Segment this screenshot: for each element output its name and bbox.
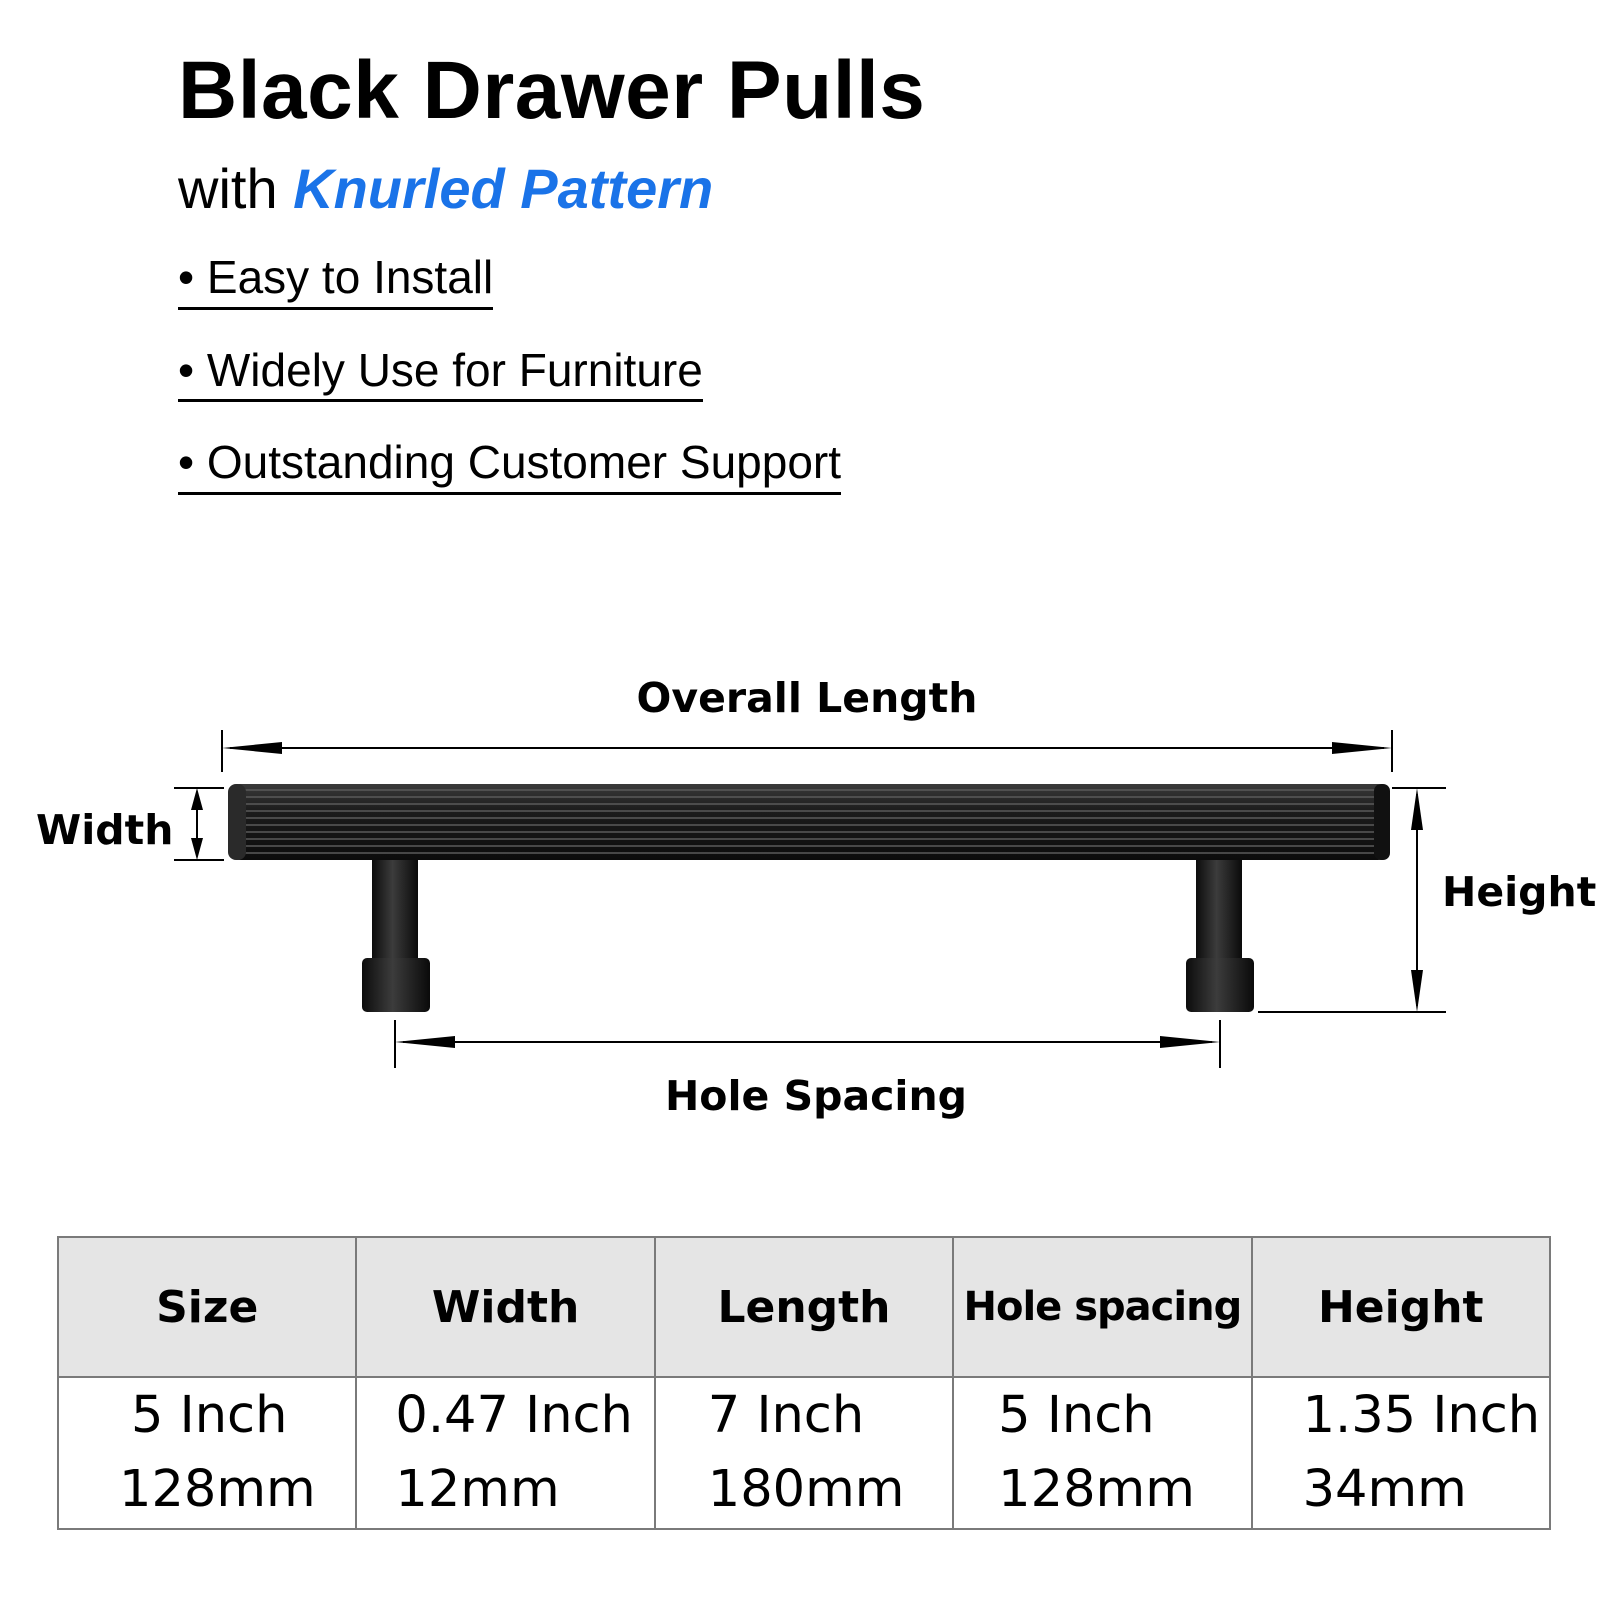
arrowhead xyxy=(395,1036,455,1048)
overall-length-label: Overall Length xyxy=(637,674,978,722)
arrowhead xyxy=(191,788,203,810)
table-cell: 7 Inch 180mm xyxy=(653,1376,955,1530)
cell-value: 0.47 Inch xyxy=(395,1386,633,1445)
drawer-pull-image xyxy=(228,784,1390,1012)
cell-value: 34mm xyxy=(1302,1459,1467,1519)
arrowhead xyxy=(1332,742,1392,754)
cell-value: 180mm xyxy=(707,1459,905,1519)
arrowhead xyxy=(222,742,282,754)
dimension-diagram: Overall Length Width Height xyxy=(36,674,1596,1120)
cell-value: 5 Inch xyxy=(131,1386,288,1445)
feature-list: • Easy to Install • Widely Use for Furni… xyxy=(178,252,842,530)
cell-value: 1.35 Inch xyxy=(1302,1386,1541,1445)
table-cell: 1.35 Inch 34mm xyxy=(1250,1376,1552,1530)
cell-value: 128mm xyxy=(119,1459,316,1519)
spec-table: Size Width Length Hole spacing Height 5 … xyxy=(56,1236,1552,1530)
height-label: Height xyxy=(1442,868,1596,916)
table-cell: 5 Inch 128mm xyxy=(56,1376,358,1530)
hole-spacing-dimension xyxy=(394,1020,1221,1068)
cell-value: 5 Inch xyxy=(998,1386,1155,1445)
overall-length-dimension xyxy=(221,730,1393,772)
feature-item: • Outstanding Customer Support xyxy=(178,437,842,495)
arrowhead xyxy=(191,838,203,860)
page-title: Black Drawer Pulls xyxy=(178,45,926,136)
table-row: 5 Inch 128mm 0.47 Inch 12mm 7 Inch 180mm… xyxy=(56,1376,1552,1530)
arrowhead xyxy=(1160,1036,1220,1048)
table-cell: 5 Inch 128mm xyxy=(952,1376,1253,1530)
table-header: Height xyxy=(1250,1236,1552,1378)
subtitle-prefix: with xyxy=(178,157,278,220)
subtitle-accent: Knurled Pattern xyxy=(293,157,714,220)
width-label: Width xyxy=(36,806,173,854)
feature-item: • Widely Use for Furniture xyxy=(178,344,703,403)
table-header: Length xyxy=(653,1236,955,1378)
table-cell: 0.47 Inch 12mm xyxy=(355,1376,656,1530)
arrowhead xyxy=(1411,788,1423,830)
cell-value: 7 Inch xyxy=(707,1386,865,1445)
table-header-row: Size Width Length Hole spacing Height xyxy=(56,1236,1552,1378)
cell-value: 128mm xyxy=(998,1459,1195,1519)
table-header: Size xyxy=(56,1236,358,1378)
cell-value: 12mm xyxy=(395,1459,560,1519)
hole-spacing-label: Hole Spacing xyxy=(665,1072,967,1120)
table-header: Hole spacing xyxy=(952,1236,1253,1378)
subtitle: with Knurled Pattern xyxy=(178,158,713,220)
arrowhead xyxy=(1411,970,1423,1012)
table-header: Width xyxy=(355,1236,656,1378)
feature-item: • Easy to Install xyxy=(178,252,494,310)
